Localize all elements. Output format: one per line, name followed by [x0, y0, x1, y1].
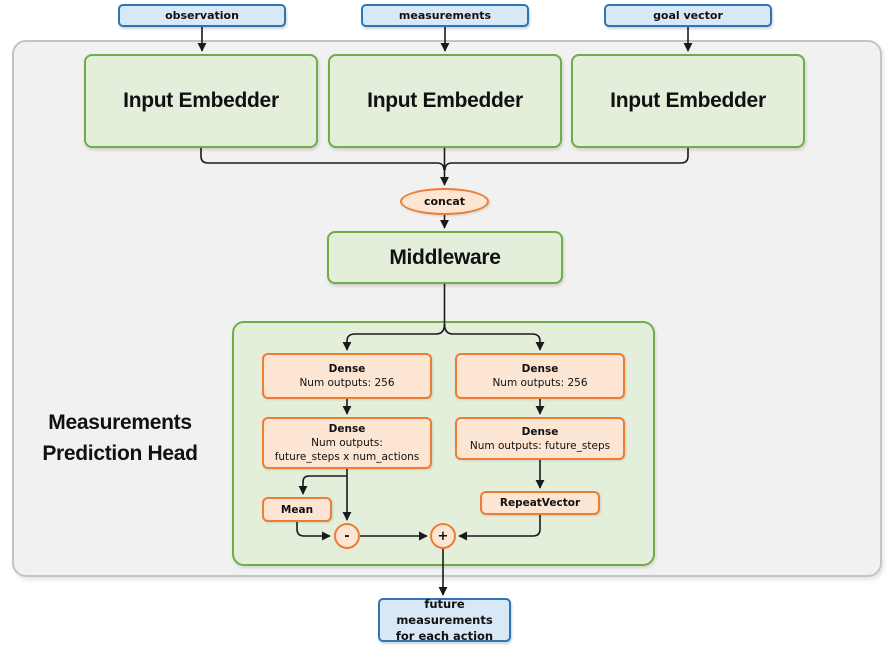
- input-embedder-3-label: Input Embedder: [610, 89, 766, 112]
- dense-right-2-subtitle: Num outputs: future_steps: [469, 439, 611, 452]
- dense-right-1-title: Dense: [521, 363, 559, 375]
- input-chip-goal-vector-label: goal vector: [653, 9, 723, 22]
- dense-right-1: Dense Num outputs: 256: [455, 353, 625, 399]
- minus-operator: -: [334, 523, 360, 549]
- head-title-line1: Measurements: [48, 411, 192, 434]
- dense-left-2-title: Dense: [328, 423, 366, 435]
- input-embedder-1: Input Embedder: [84, 54, 318, 148]
- plus-operator: +: [430, 523, 456, 549]
- output-chip-line1: future measurements: [396, 597, 493, 627]
- middleware-label: Middleware: [389, 245, 501, 269]
- dense-left-2-subtitle2: future_steps x num_actions: [274, 451, 420, 463]
- input-chip-goal-vector: goal vector: [604, 4, 772, 27]
- head-title-line2: Prediction Head: [42, 442, 198, 465]
- concat-label: concat: [423, 195, 466, 208]
- mean-label: Mean: [280, 503, 314, 516]
- dense-left-2-subtitle: Num outputs:: [311, 437, 383, 449]
- dense-right-1-subtitle: Num outputs: 256: [492, 377, 588, 389]
- input-embedder-2: Input Embedder: [328, 54, 562, 148]
- dense-right-2: Dense Num outputs: future_steps: [455, 417, 625, 460]
- input-embedder-1-label: Input Embedder: [123, 89, 279, 112]
- repeat-vector-node: RepeatVector: [480, 491, 600, 515]
- input-chip-measurements: measurements: [361, 4, 529, 27]
- middleware-node: Middleware: [327, 231, 563, 284]
- minus-label: -: [344, 528, 350, 544]
- input-chip-measurements-label: measurements: [398, 9, 492, 22]
- dense-left-1-title: Dense: [328, 363, 366, 375]
- input-chip-observation: observation: [118, 4, 286, 27]
- repeat-vector-label: RepeatVector: [499, 497, 581, 509]
- dense-left-1-subtitle: Num outputs: 256: [299, 377, 395, 389]
- dense-left-1: Dense Num outputs: 256: [262, 353, 432, 399]
- output-chip-line2: for each action: [395, 629, 494, 643]
- input-embedder-3: Input Embedder: [571, 54, 805, 148]
- dense-right-2-title: Dense: [521, 425, 559, 438]
- head-title: Measurements Prediction Head: [15, 407, 225, 469]
- output-chip: future measurements for each action: [378, 597, 511, 643]
- concat-node: concat: [400, 188, 489, 215]
- plus-label: +: [437, 528, 449, 544]
- input-chip-observation-label: observation: [165, 9, 239, 22]
- dense-left-2: Dense Num outputs: future_steps x num_ac…: [262, 417, 432, 469]
- input-embedder-2-label: Input Embedder: [367, 89, 523, 112]
- mean-node: Mean: [262, 497, 332, 522]
